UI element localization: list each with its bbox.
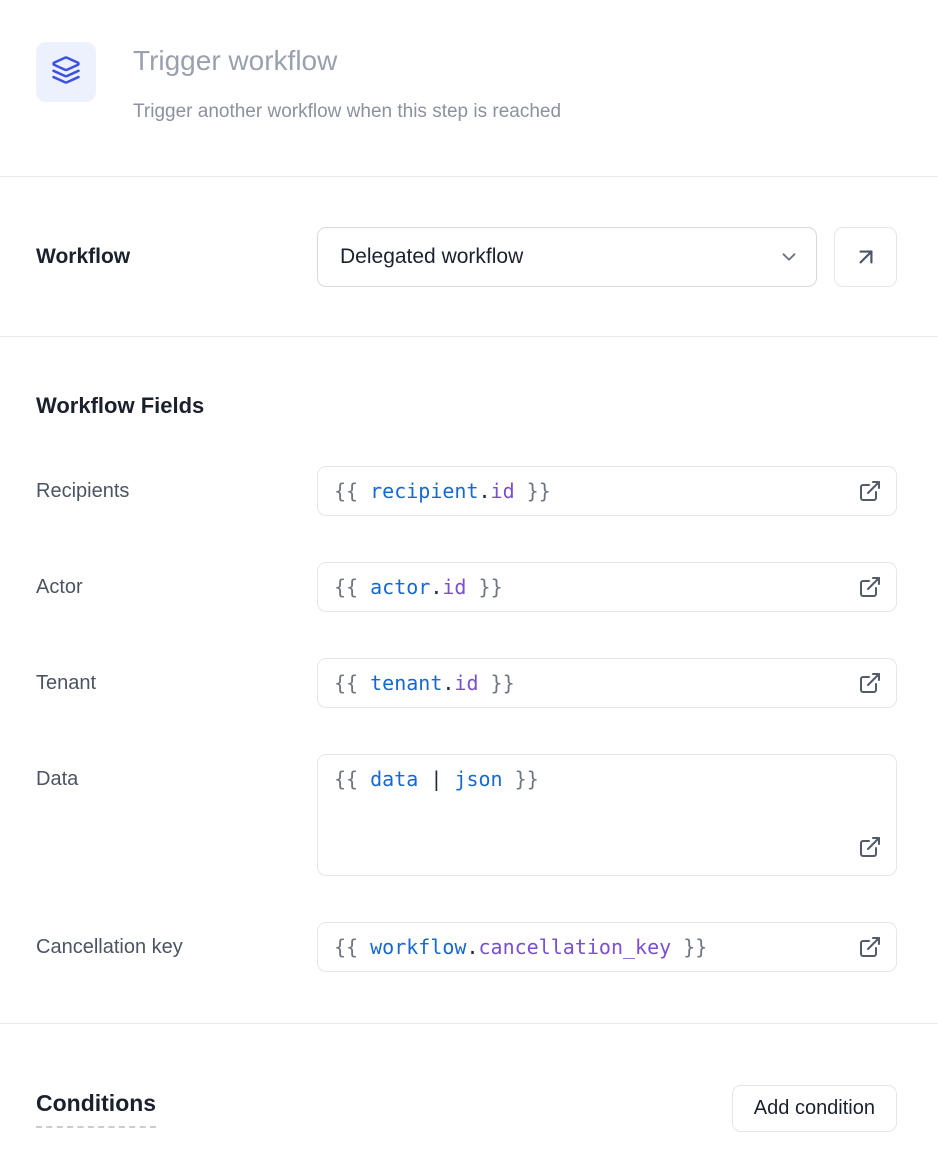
step-description: Trigger another workflow when this step … (133, 101, 562, 122)
divider (0, 336, 938, 337)
actor-expand-button[interactable] (857, 574, 883, 600)
add-condition-button[interactable]: Add condition (731, 1085, 897, 1132)
conditions-heading[interactable]: Conditions (36, 1090, 157, 1128)
conditions-section: Conditions Add condition (36, 1085, 897, 1132)
chevron-down-icon (782, 253, 796, 261)
recipients-expand-button[interactable] (857, 478, 883, 504)
data-label: Data (36, 768, 79, 790)
data-input[interactable]: {{ data | json }} (317, 754, 897, 876)
workflow-fields-section: Workflow Fields Recipients {{ recipient.… (0, 392, 938, 972)
field-row-data: Data {{ data | json }} (36, 754, 897, 876)
actor-input[interactable]: {{ actor.id }} (317, 562, 897, 612)
open-workflow-button[interactable] (834, 227, 897, 287)
external-link-icon (860, 937, 880, 957)
external-link-icon (860, 481, 880, 501)
step-name-input[interactable]: Trigger workflow (133, 45, 338, 76)
cancellation-key-input[interactable]: {{ workflow.cancellation_key }} (317, 922, 897, 972)
workflow-select-row: Workflow Delegated workflow (36, 227, 897, 287)
field-row-recipients: Recipients {{ recipient.id }} (36, 466, 897, 516)
external-link-icon (860, 673, 880, 693)
external-link-icon (860, 837, 880, 857)
step-header: Trigger workflow Trigger another workflo… (0, 0, 938, 124)
field-row-tenant: Tenant {{ tenant.id }} (36, 658, 897, 708)
step-icon-tile (36, 42, 96, 102)
workflow-select-group: Delegated workflow (317, 227, 897, 287)
actor-label: Actor (36, 575, 83, 598)
arrow-up-right-icon (859, 250, 872, 264)
layers-icon (51, 55, 81, 90)
field-row-cancellation-key: Cancellation key {{ workflow.cancellatio… (36, 922, 897, 972)
tenant-label: Tenant (36, 671, 97, 694)
step-header-text: Trigger workflow Trigger another workflo… (133, 42, 561, 124)
divider (0, 176, 938, 177)
workflow-fields-heading: Workflow Fields (36, 393, 205, 418)
cancellation-key-expand-button[interactable] (857, 934, 883, 960)
tenant-input[interactable]: {{ tenant.id }} (317, 658, 897, 708)
workflow-selected-option: Delegated workflow (340, 245, 524, 268)
external-link-icon (860, 577, 880, 597)
cancellation-key-label: Cancellation key (36, 935, 183, 958)
divider (0, 1023, 938, 1024)
recipients-label: Recipients (36, 479, 130, 502)
workflow-fields-rows: Recipients {{ recipient.id }} Actor {{ a… (36, 466, 897, 972)
workflow-label: Workflow (36, 245, 131, 268)
field-row-actor: Actor {{ actor.id }} (36, 562, 897, 612)
workflow-select[interactable]: Delegated workflow (317, 227, 817, 287)
tenant-expand-button[interactable] (857, 670, 883, 696)
data-expand-button[interactable] (857, 834, 883, 860)
recipients-input[interactable]: {{ recipient.id }} (317, 466, 897, 516)
